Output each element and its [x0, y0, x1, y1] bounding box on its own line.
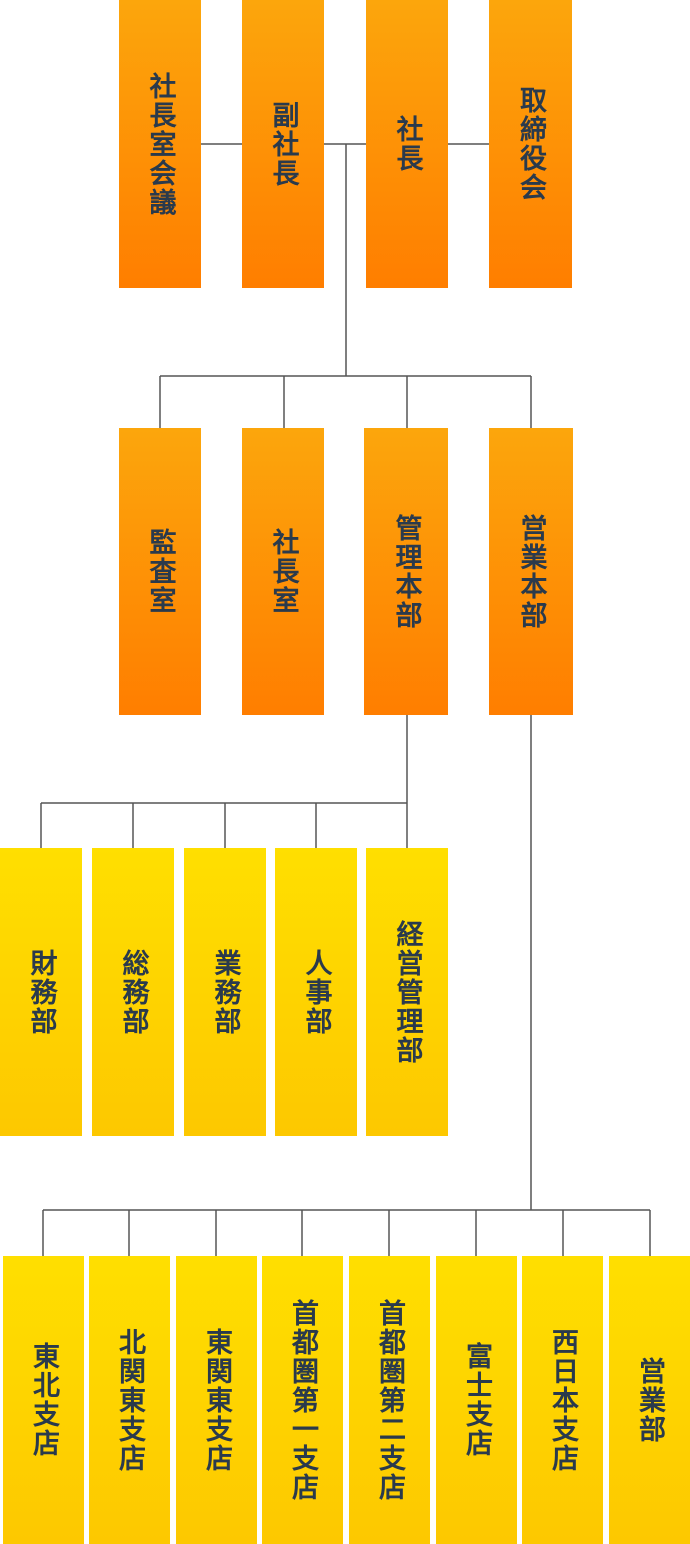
nishinihon-branch-label: 西日本支店 [547, 1327, 578, 1473]
board-of-directors-box: 取締役会 [489, 0, 572, 288]
vice-president-box: 副社長 [242, 0, 324, 288]
kitakanto-branch-label: 北関東支店 [114, 1327, 145, 1473]
personnel-dept-label: 人事部 [300, 948, 332, 1036]
shutoken-1-branch-box: 首都圏第一支店 [262, 1256, 343, 1544]
general-affairs-dept-label: 総務部 [117, 948, 149, 1036]
nishinihon-branch-box: 西日本支店 [522, 1256, 603, 1544]
management-dept-label: 経営管理部 [391, 919, 423, 1065]
general-affairs-dept-box: 総務部 [92, 848, 174, 1136]
shutoken-1-branch-label: 首都圏第一支店 [287, 1298, 318, 1502]
finance-dept-box: 財務部 [0, 848, 82, 1136]
admin-hq-box: 管理本部 [364, 428, 448, 715]
higashikanto-branch-box: 東関東支店 [176, 1256, 257, 1544]
fuji-branch-label: 富士支店 [461, 1342, 492, 1458]
audit-office-box: 監査室 [119, 428, 201, 715]
shutoken-2-branch-box: 首都圏第二支店 [349, 1256, 430, 1544]
sales-dept-label: 営業部 [634, 1356, 665, 1444]
board-of-presidents-box: 社長室会議 [119, 0, 201, 288]
admin-hq-label: 管理本部 [390, 513, 422, 630]
board-of-directors-label: 取締役会 [515, 86, 546, 202]
fuji-branch-box: 富士支店 [436, 1256, 517, 1544]
board-of-presidents-label: 社長室会議 [144, 71, 176, 217]
shutoken-2-branch-label: 首都圏第二支店 [374, 1298, 405, 1502]
president-office-box: 社長室 [242, 428, 324, 715]
higashikanto-branch-label: 東関東支店 [201, 1327, 232, 1473]
kitakanto-branch-box: 北関東支店 [89, 1256, 170, 1544]
personnel-dept-box: 人事部 [275, 848, 357, 1136]
management-dept-box: 経営管理部 [366, 848, 448, 1136]
president-office-label: 社長室 [267, 528, 299, 615]
finance-dept-label: 財務部 [25, 948, 57, 1036]
sales-dept-box: 営業部 [609, 1256, 690, 1544]
audit-office-label: 監査室 [144, 528, 176, 615]
operations-dept-label: 業務部 [209, 948, 241, 1036]
sales-hq-label: 営業本部 [515, 513, 547, 630]
sales-hq-box: 営業本部 [489, 428, 573, 715]
president-box: 社長 [366, 0, 448, 288]
tohoku-branch-label: 東北支店 [28, 1342, 59, 1458]
operations-dept-box: 業務部 [184, 848, 266, 1136]
tohoku-branch-box: 東北支店 [3, 1256, 84, 1544]
president-label: 社長 [391, 115, 423, 173]
vice-president-label: 副社長 [267, 100, 299, 188]
